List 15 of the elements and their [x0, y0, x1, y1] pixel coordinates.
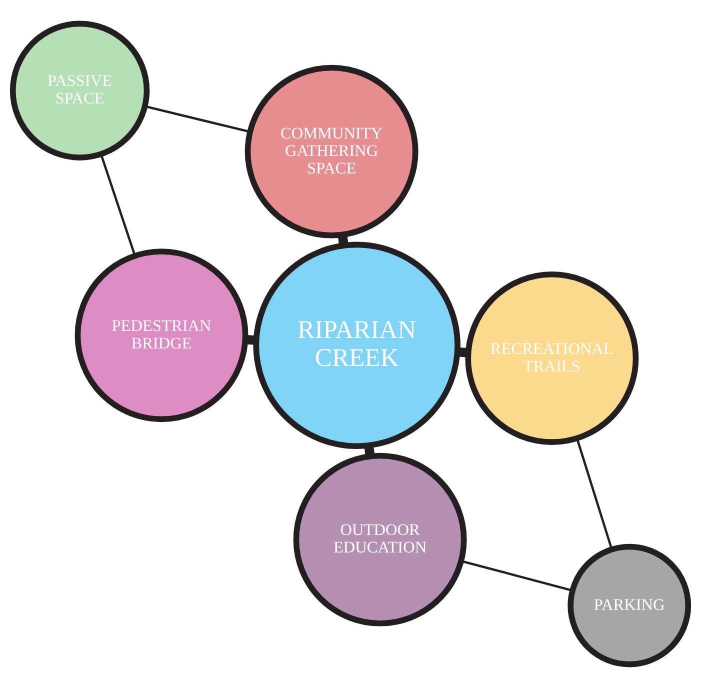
- connector: [458, 346, 468, 357]
- connector: [576, 438, 613, 550]
- node-circle: PARKING: [568, 543, 692, 667]
- connector: [338, 234, 348, 246]
- node-circle: COMMUNITY GATHERING SPACE: [244, 64, 418, 238]
- connector: [100, 153, 136, 256]
- connector: [245, 334, 256, 344]
- node-circle: PEDESTRIAN BRIDGE: [74, 248, 248, 422]
- node-circle: RIPARIAN CREEK: [253, 241, 460, 449]
- connector: [364, 444, 375, 456]
- connector: [144, 104, 250, 132]
- node-circle: RECREATIONAL TRAILS: [465, 270, 639, 444]
- node-circle: PASSIVE SPACE: [10, 20, 150, 160]
- node-circle: OUTDOOR EDUCATION: [293, 452, 467, 626]
- connector: [461, 559, 573, 592]
